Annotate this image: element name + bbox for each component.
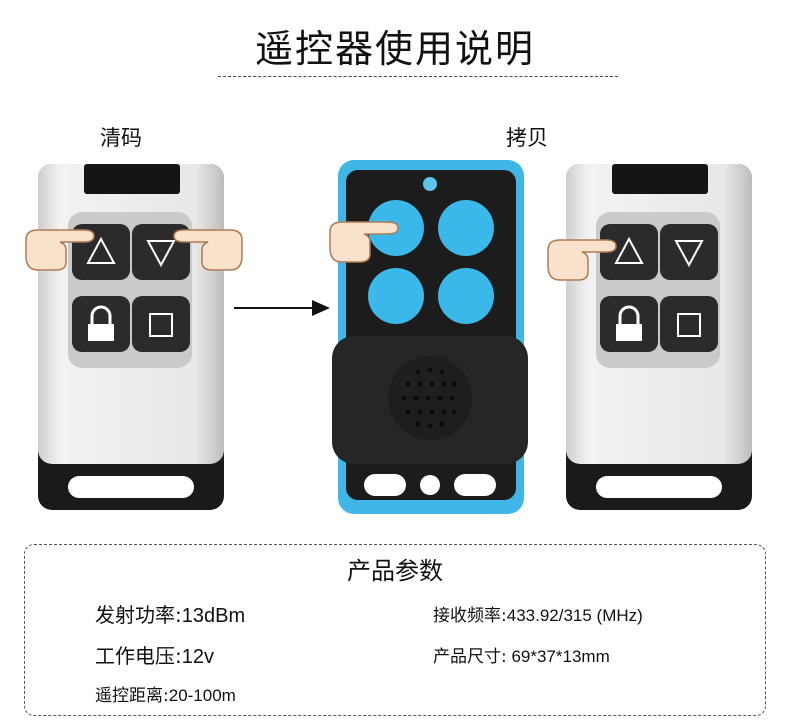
triangle-down-icon (674, 240, 704, 268)
lock-button[interactable] (600, 296, 658, 352)
triangle-up-icon (86, 236, 116, 264)
up-button[interactable] (600, 224, 658, 280)
lock-icon (616, 305, 642, 341)
square-icon (149, 313, 173, 337)
speaker-grille (401, 367, 457, 429)
down-button[interactable] (660, 224, 718, 280)
caption-clear: 清码 (100, 126, 142, 150)
pointing-hand-icon (329, 221, 399, 263)
specs-heading: 产品参数 (347, 557, 443, 585)
button-c[interactable] (368, 268, 424, 324)
lock-button[interactable] (72, 296, 130, 352)
pointing-hand-icon (173, 229, 243, 271)
spec-range: 遥控距离:20-100m (95, 681, 236, 706)
button-b[interactable] (438, 200, 494, 256)
page-title: 遥控器使用说明 (254, 27, 535, 71)
remote-left (38, 164, 224, 510)
triangle-up-icon (614, 236, 644, 264)
spec-power-value: 13dBm (181, 605, 246, 627)
spec-power: 发射功率:13dBm (95, 599, 245, 628)
caption-copy: 拷贝 (506, 126, 548, 150)
specs-panel: 产品参数 发射功率:13dBm 接收频率:433.92/315 (MHz) 工作… (24, 544, 766, 716)
spec-power-label: 发射功率: (95, 603, 182, 627)
spec-voltage-label: 工作电压: (95, 644, 182, 668)
spec-range-label: 遥控距离: (95, 686, 169, 706)
button-d[interactable] (438, 268, 494, 324)
triangle-down-icon (146, 240, 176, 268)
spec-size-value: 69*37*13mm (506, 647, 610, 666)
stop-button[interactable] (132, 296, 190, 352)
remote-right (566, 164, 752, 510)
stop-button[interactable] (660, 296, 718, 352)
lock-icon (88, 305, 114, 341)
pointing-hand-icon (25, 229, 95, 271)
spec-frequency-label: 接收频率: (433, 606, 507, 626)
pointing-hand-icon (547, 239, 617, 281)
right-arrow-icon (234, 300, 330, 316)
spec-size: 产品尺寸: 69*37*13mm (433, 642, 610, 667)
spec-size-label: 产品尺寸: (433, 647, 507, 667)
spec-range-value: 20-100m (168, 686, 236, 705)
spec-voltage-value: 12v (181, 646, 214, 668)
square-icon (677, 313, 701, 337)
title-divider (218, 76, 618, 77)
remote-center (332, 160, 528, 514)
spec-frequency: 接收频率:433.92/315 (MHz) (433, 601, 643, 626)
spec-voltage: 工作电压:12v (95, 640, 214, 669)
spec-frequency-value: 433.92/315 (MHz) (506, 606, 643, 625)
